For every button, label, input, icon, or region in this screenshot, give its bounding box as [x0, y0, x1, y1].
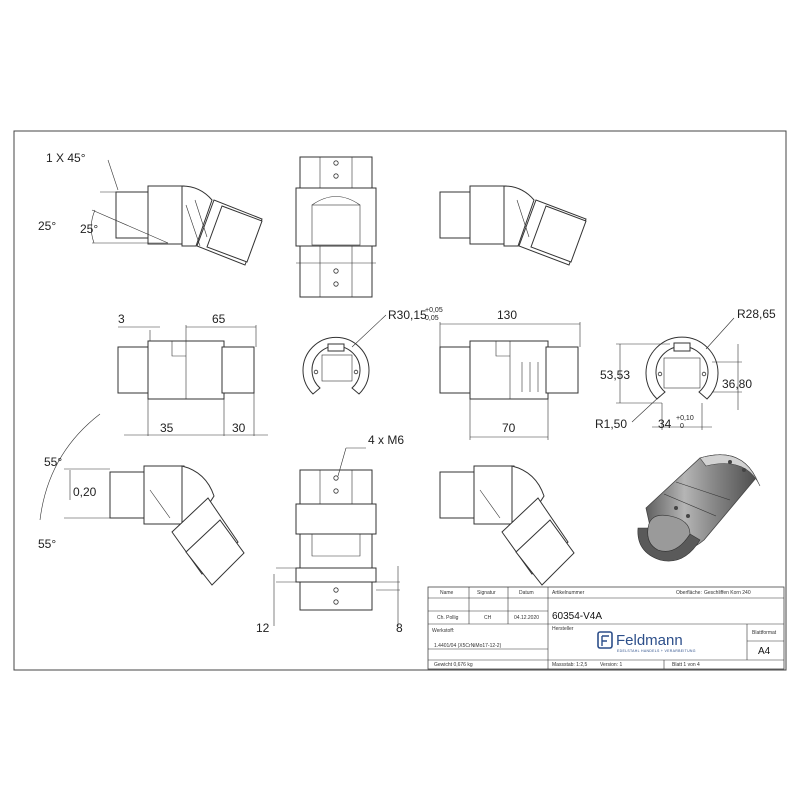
- tb-sheet-label: Blatt 1 von 4: [672, 662, 700, 668]
- dim-radius-r28: R28,65: [737, 307, 776, 321]
- tb-date-value: 04.12.2020: [514, 615, 539, 621]
- view-angled-25-right: [439, 185, 587, 266]
- dim-width-35: 35: [160, 421, 174, 435]
- tb-material-label: Werkstoff:: [432, 628, 454, 634]
- tb-surface-label: Oberfläche:: [676, 590, 702, 596]
- tb-surface-value: Geschliffen Korn 240: [704, 590, 751, 596]
- tb-col-signature: Signatur: [477, 590, 496, 596]
- dim-angle-25-outer: 25°: [38, 219, 56, 233]
- dim-width-30: 30: [232, 421, 246, 435]
- tb-col-name: Name: [440, 590, 454, 596]
- tb-article-number: 60354-V4A: [552, 611, 602, 622]
- tb-name-value: Ch. Pollig: [437, 615, 459, 621]
- dim-height-3680: 36,80: [722, 377, 752, 391]
- tb-version-label: Version: 1: [600, 662, 622, 668]
- view-straight-long: [439, 322, 581, 440]
- view-section-r30: [302, 314, 387, 395]
- view-top-vertical: [295, 156, 377, 298]
- tb-format-label: Blattformat: [752, 630, 777, 636]
- tb-material-value: 1.4401/04 (X5CrNiMo17-12-2): [434, 643, 502, 649]
- dim-width-3: 3: [118, 312, 125, 326]
- dim-length-130: 130: [497, 308, 517, 322]
- view-straight-front: [117, 325, 268, 436]
- dim-angle-55-bottom: 55°: [38, 537, 56, 551]
- dim-height-5353: 53,53: [600, 368, 630, 382]
- dim-width-34-tol-lower: 0: [680, 423, 684, 430]
- tb-scale-label: Massstab: 1:2,5: [552, 662, 588, 668]
- tb-logo-text: Feldmann: [616, 632, 683, 649]
- title-block: [427, 586, 785, 670]
- isometric-render: [637, 454, 761, 562]
- tb-weight-value: Gewicht 0,676 kg: [434, 662, 473, 668]
- tb-manufacturer-label: Hersteller: [552, 626, 574, 632]
- tb-logo-slogan: EDELSTAHL HANDELS + VERARBEITUNG: [617, 649, 696, 653]
- tb-signature-value: CH: [484, 615, 492, 621]
- dim-angle-55-top: 55°: [44, 455, 62, 469]
- tb-article-label: Artikelnummer: [552, 590, 585, 596]
- tb-col-date: Datum: [519, 590, 534, 596]
- dim-radius-r30-tol-lower: 0,05: [425, 315, 439, 322]
- drawing-frame: [13, 130, 787, 671]
- dim-radius-r30: R30,15: [388, 308, 427, 322]
- dim-chamfer: 1 X 45°: [46, 151, 86, 165]
- view-bottom-vertical: [273, 447, 400, 626]
- dim-radius-r30-tol-upper: +0,05: [425, 307, 443, 314]
- dim-width-34: 34: [658, 417, 672, 431]
- dim-width-65: 65: [212, 312, 226, 326]
- dim-offset-020: 0,20: [73, 485, 97, 499]
- dim-depth-8: 8: [396, 621, 403, 635]
- dim-radius-r150: R1,50: [595, 417, 627, 431]
- tb-format-value: A4: [758, 646, 771, 657]
- dim-depth-12: 12: [256, 621, 270, 635]
- view-section-r28: [616, 317, 742, 430]
- dim-angle-25-inner: 25°: [80, 222, 98, 236]
- dim-length-70: 70: [502, 421, 516, 435]
- view-angled-25-left: [90, 159, 263, 266]
- view-angled-55-right: [439, 465, 575, 586]
- view-angled-55-left: [39, 413, 245, 586]
- dim-width-34-tol-upper: +0,10: [676, 415, 694, 422]
- dim-thread: 4 x M6: [368, 433, 404, 447]
